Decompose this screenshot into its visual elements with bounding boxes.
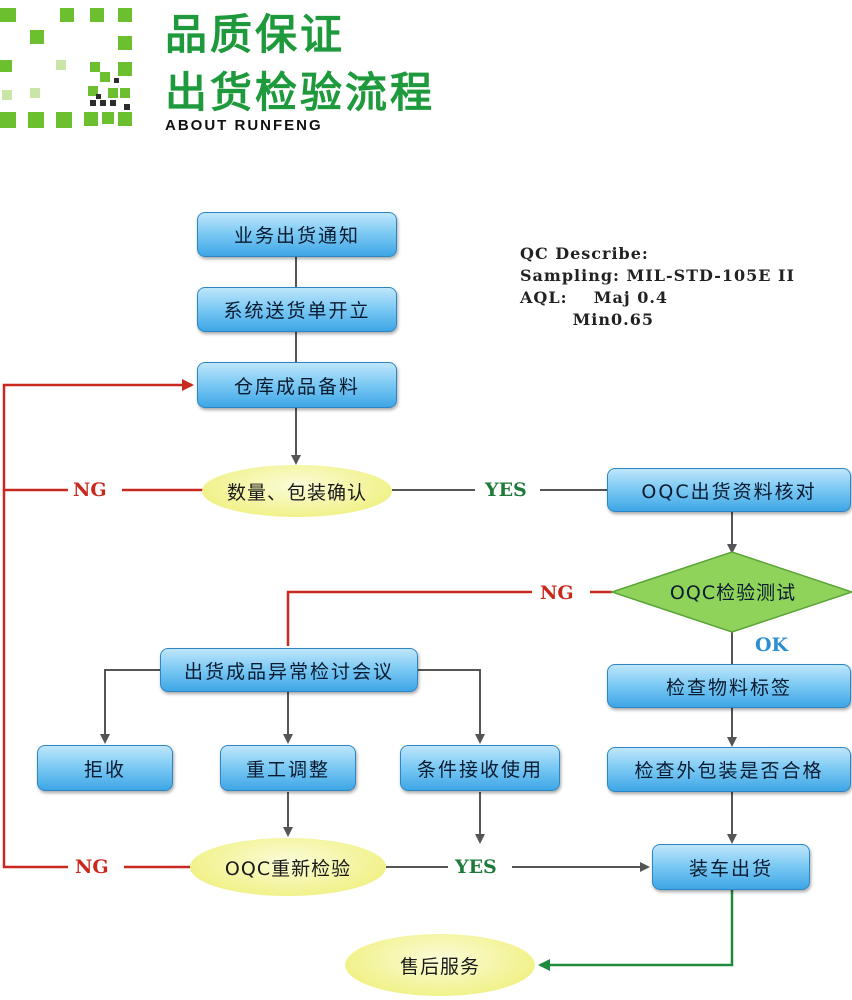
label-yes-reinspect: YES [455, 856, 497, 878]
oqc-inspection-diamond [609, 551, 852, 633]
node-check-labels: 检查物料标签 [607, 664, 851, 708]
node-reject: 拒收 [37, 745, 173, 791]
qc-describe-block: QC Describe: Sampling: MIL-STD-105E II A… [520, 243, 795, 331]
node-system-order: 系统送货单开立 [197, 287, 397, 332]
ng-reinspect-loop-2 [2, 490, 68, 869]
arrow-ship-to-after-sales [538, 890, 734, 971]
node-oqc-inspection-label: OQC检验测试 [669, 582, 797, 604]
label-ng-inspection: NG [540, 582, 574, 604]
label-ng-confirm: NG [73, 479, 107, 501]
node-warehouse-prep: 仓库成品备料 [197, 362, 397, 408]
ng-inspection-to-meeting-2 [286, 590, 532, 646]
arrow-meeting-to-conditional [418, 669, 485, 744]
page-subtitle: ABOUT RUNFENG [165, 117, 323, 134]
node-oqc-reinspect: OQC重新检验 [190, 838, 386, 896]
label-yes-confirm: YES [485, 479, 527, 501]
company-logo [0, 8, 132, 128]
node-rework: 重工调整 [220, 745, 356, 791]
page-title-line1: 品质保证 [165, 10, 346, 59]
qc-aql-major-line: AQL: Maj 0.4 [520, 288, 669, 307]
ng-loop-to-warehouse-2 [2, 379, 194, 492]
node-check-packaging: 检查外包装是否合格 [607, 747, 851, 792]
arrow-meeting-to-reject [100, 669, 160, 744]
node-qty-pack-confirm: 数量、包装确认 [202, 465, 392, 517]
page-title-line2: 出货检验流程 [165, 68, 436, 117]
node-load-ship: 装车出货 [652, 844, 810, 890]
label-ng-reinspect: NG [75, 856, 109, 878]
label-ok-inspection: OK [755, 634, 789, 656]
qc-describe-line: QC Describe: [520, 244, 649, 263]
node-after-sales: 售后服务 [345, 934, 535, 996]
qc-sampling-line: Sampling: MIL-STD-105E II [520, 266, 795, 285]
qc-aql-minor-line: Min0.65 [520, 310, 654, 329]
node-abnormal-meeting: 出货成品异常检讨会议 [160, 648, 418, 692]
node-business-notice: 业务出货通知 [197, 212, 397, 257]
node-conditional-use: 条件接收使用 [400, 745, 560, 791]
node-oqc-data-check: OQC出货资料核对 [607, 468, 851, 512]
